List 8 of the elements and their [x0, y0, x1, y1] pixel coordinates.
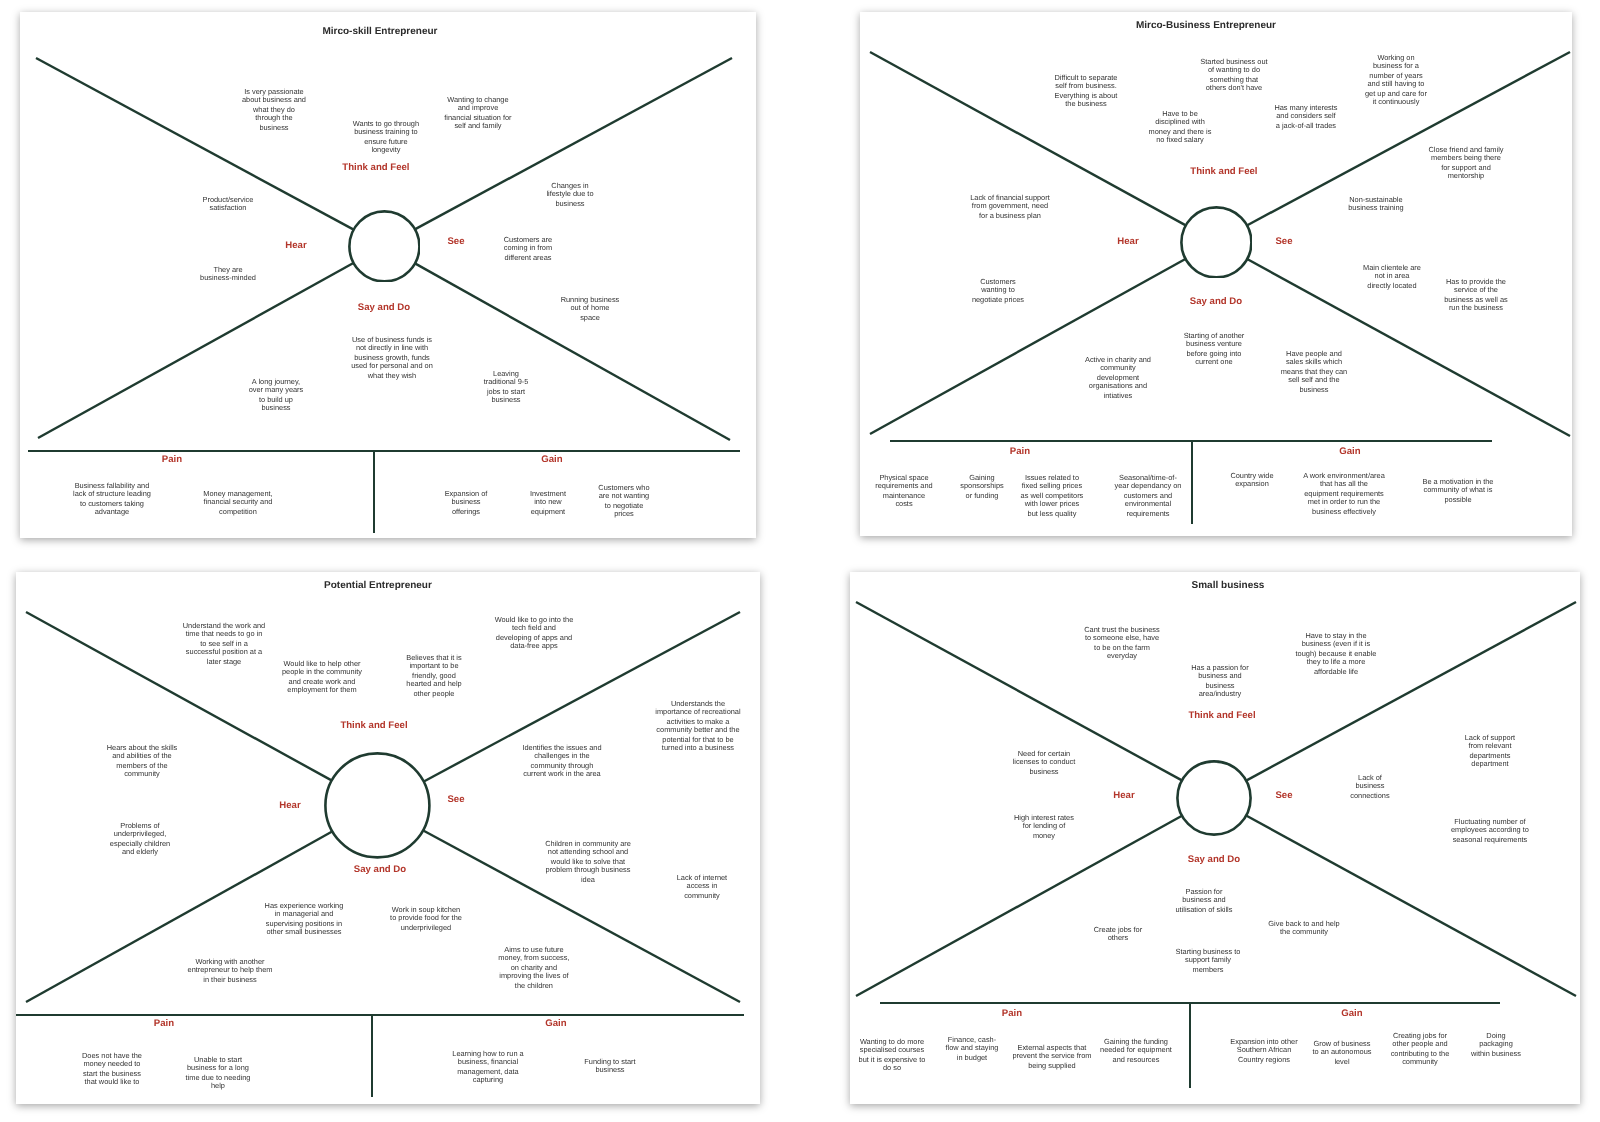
empathy-map-card [860, 12, 1572, 536]
empathy-map-card [20, 12, 756, 538]
center-circle [347, 209, 421, 283]
center-circle [1176, 760, 1252, 836]
center-circle [324, 752, 432, 860]
empathy-map-card [16, 572, 760, 1104]
center-circle [1179, 205, 1253, 279]
empathy-map-card [850, 572, 1580, 1104]
